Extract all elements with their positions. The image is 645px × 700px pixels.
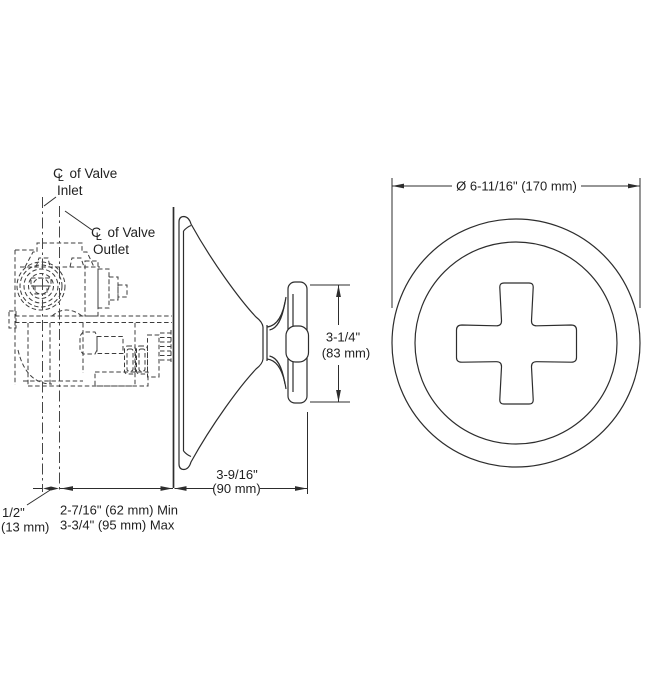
cross-handle-front: [455, 282, 578, 405]
valve-body-hidden: [8, 242, 172, 387]
inlet-cl-symbol-l: L: [58, 172, 64, 184]
inlet-offset-leader: [26, 489, 52, 506]
arrowhead: [392, 183, 404, 189]
inlet-cl-symbol-c: C: [53, 165, 63, 181]
front-view: [391, 218, 641, 468]
escutcheon-inner-circle: [414, 241, 618, 445]
arrowhead: [336, 390, 341, 402]
arrowhead: [160, 486, 173, 491]
inlet-offset-in-text: 1/2": [2, 505, 25, 520]
valve-depth-min-text: 2-7/16" (62 mm) Min: [60, 503, 178, 518]
outlet-cl-symbol-l: L: [96, 231, 102, 243]
dimension-valve-depth: 2-7/16" (62 mm) Min 3-3/4" (95 mm) Max: [60, 486, 178, 533]
arrowhead: [336, 285, 341, 297]
inlet-offset-mm-text: (13 mm): [1, 520, 49, 535]
side-view: [172, 207, 310, 488]
escutcheon-outer-circle: [391, 218, 641, 468]
centerlines: [42, 197, 60, 492]
dimension-handle-height: 3-1/4" (83 mm): [310, 284, 370, 403]
dimension-diameter: Ø 6-11/16" (170 mm): [391, 178, 641, 308]
dimension-inlet-offset: 1/2" (13 mm): [1, 486, 59, 535]
diameter-dimension-text: Ø 6-11/16" (170 mm): [456, 179, 577, 194]
arrowhead: [61, 486, 73, 491]
handle-height-in-text: 3-1/4": [326, 330, 361, 345]
arrowhead: [174, 486, 187, 491]
arrowhead: [43, 486, 51, 491]
inlet-label-line1: of Valve: [70, 166, 118, 181]
handle-front-arm-boss: [285, 325, 310, 363]
inlet-label-line2: Inlet: [57, 183, 83, 198]
outlet-cl-symbol-c: C: [91, 224, 101, 240]
escutcheon-side-profile: [178, 215, 264, 471]
arrowhead: [51, 486, 59, 491]
arrowhead: [295, 486, 307, 491]
arrowhead: [628, 183, 640, 189]
centerline-labels: C L of Valve Inlet C L of Valve Outlet: [43, 165, 156, 257]
wall-to-handle-in-text: 3-9/16": [216, 467, 258, 482]
valve-depth-max-text: 3-3/4" (95 mm) Max: [60, 518, 175, 533]
dimension-wall-to-handle: 3-9/16" (90 mm): [174, 412, 308, 496]
outlet-leader-line: [64, 210, 93, 231]
inlet-leader-line: [43, 196, 57, 207]
outlet-label-line2: Outlet: [93, 242, 129, 257]
handle-height-mm-text: (83 mm): [322, 346, 370, 361]
wall-to-handle-mm-text: (90 mm): [212, 481, 260, 496]
outlet-label-line1: of Valve: [108, 225, 156, 240]
